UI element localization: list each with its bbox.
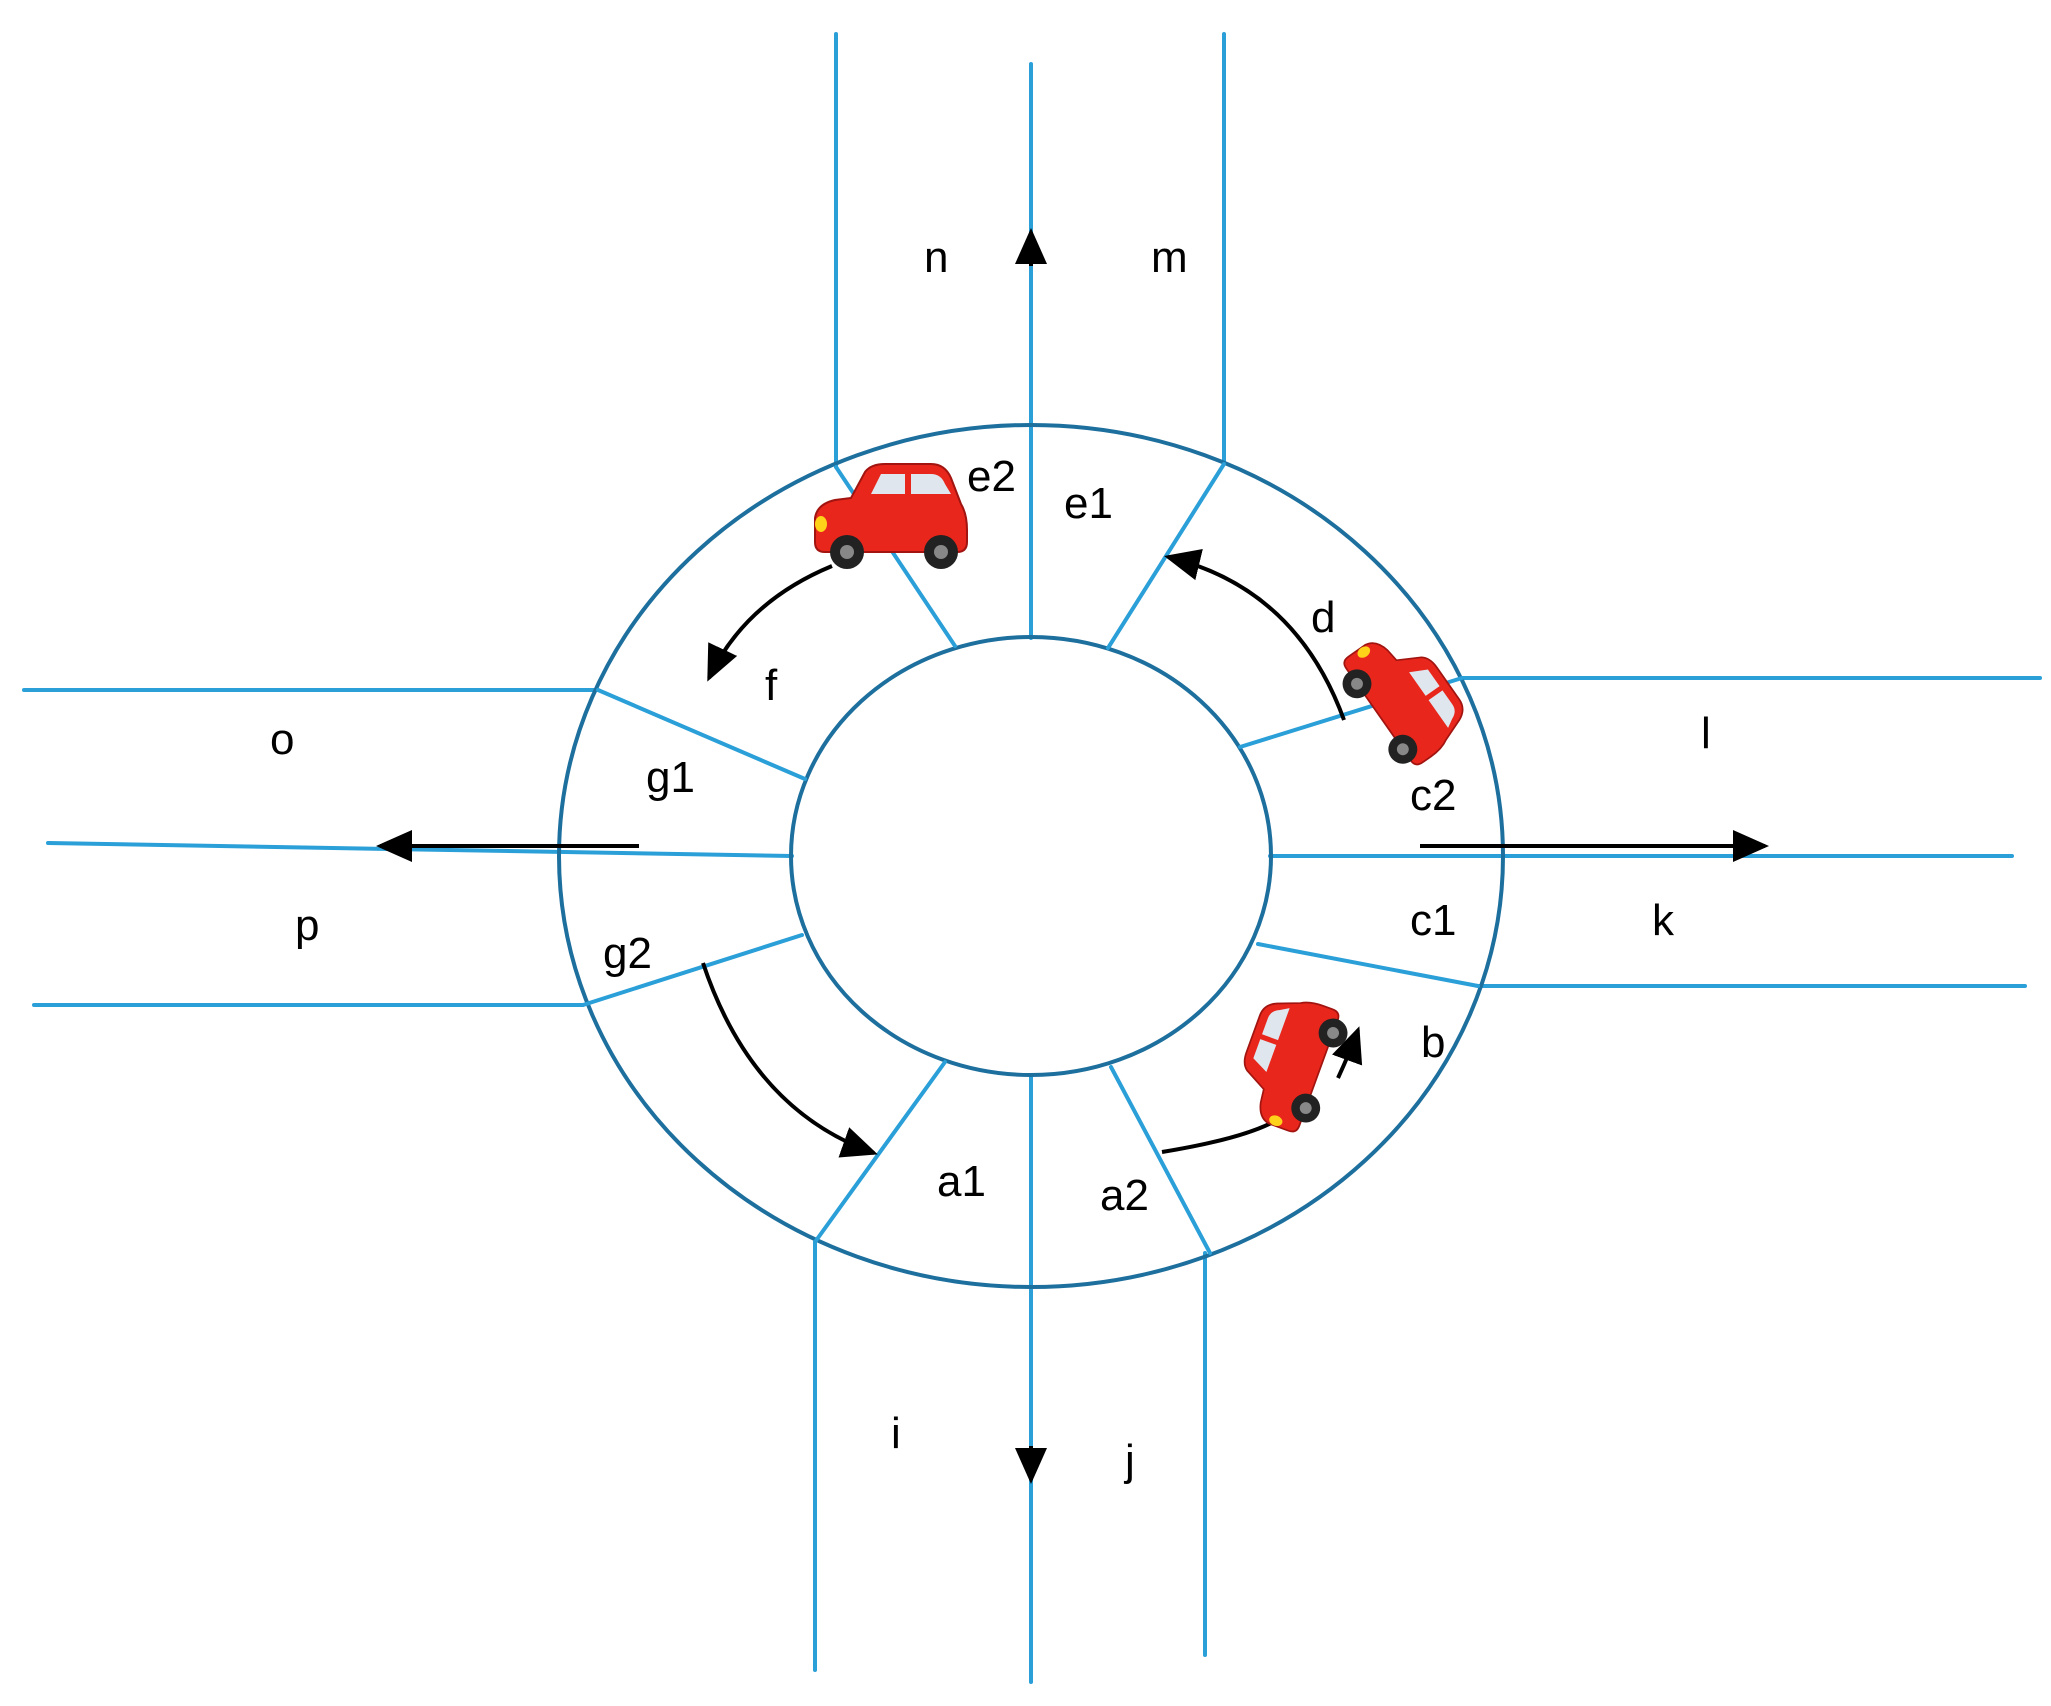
label-d: d: [1311, 593, 1335, 642]
label-e2: e2: [967, 452, 1016, 501]
car-icon: [1328, 617, 1478, 777]
label-o: o: [270, 715, 294, 764]
divider-g2-g: [581, 933, 804, 1007]
divider-b-a2: [1109, 1065, 1212, 1255]
label-n: n: [924, 233, 948, 282]
label-g1: g1: [646, 753, 695, 802]
label-j: j: [1123, 1436, 1135, 1485]
label-g2: g2: [603, 929, 652, 978]
label-p: p: [295, 901, 319, 950]
label-l: l: [1701, 709, 1711, 758]
label-a1: a1: [937, 1157, 986, 1206]
label-b: b: [1421, 1018, 1445, 1067]
road-west-center: [46, 841, 794, 858]
divider-c1-b: [1256, 942, 1480, 988]
label-e1: e1: [1064, 479, 1113, 528]
divider-e1-d: [1106, 462, 1226, 650]
arrow-curve-top-right: [1164, 548, 1346, 721]
label-f: f: [765, 661, 778, 710]
label-m: m: [1151, 233, 1188, 282]
arrow-curve-bottom-right-tip: [1332, 1026, 1363, 1079]
arrow-curve-top-left: [707, 564, 833, 682]
label-a2: a2: [1100, 1171, 1149, 1220]
label-i: i: [891, 1409, 901, 1458]
label-c1: c1: [1410, 896, 1456, 945]
arrow-curve-bottom-left: [701, 962, 878, 1158]
inner-island: [789, 635, 1273, 1077]
divider-a1-g2: [813, 1060, 947, 1244]
label-k: k: [1652, 896, 1675, 945]
outer-ring: [557, 423, 1505, 1289]
car-icon: [1225, 985, 1356, 1140]
divider-g1-f: [596, 688, 807, 781]
label-c2: c2: [1410, 771, 1456, 820]
